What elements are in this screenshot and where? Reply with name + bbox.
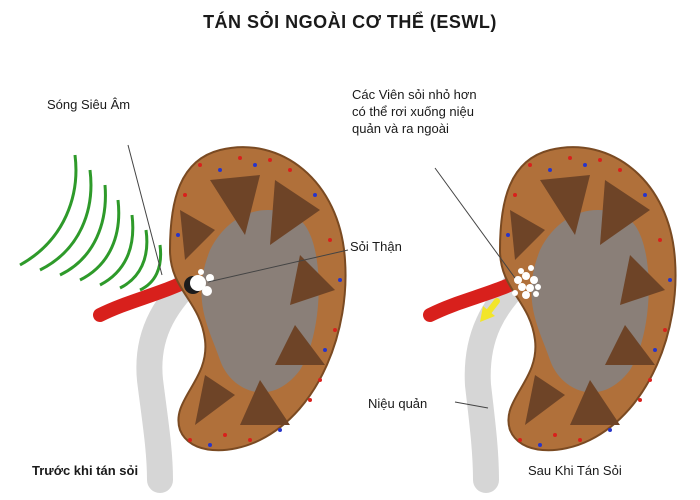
- diagram-title: TÁN SỎI NGOÀI CƠ THỂ (ESWL): [203, 12, 497, 32]
- after-caption: Sau Khi Tán Sỏi: [528, 463, 622, 478]
- ureter-label: Niệu quản: [368, 396, 428, 411]
- ureter-after: [464, 267, 533, 493]
- ureter-before: [136, 262, 208, 493]
- small-stones-leader: [434, 167, 516, 279]
- before-caption: Trước khi tán sỏi: [32, 463, 139, 478]
- shockwave-leader: [127, 144, 163, 276]
- shockwave-label: Sóng Siêu Âm: [47, 97, 131, 112]
- small-stones-label: Các Viên sỏi nhỏ hơn có thể rơi xuống ni…: [352, 87, 477, 136]
- stone-fragments: [512, 265, 541, 299]
- kidney-before: [19, 144, 349, 493]
- kidney-stone: [184, 269, 214, 296]
- shockwave-arcs: [19, 154, 163, 292]
- kidney-after: [423, 146, 677, 493]
- stone-leader: [207, 249, 349, 283]
- ureter-leader: [454, 401, 489, 409]
- kidney-stone-label: Sỏi Thận: [350, 239, 402, 254]
- fragment-arrow: [480, 298, 500, 322]
